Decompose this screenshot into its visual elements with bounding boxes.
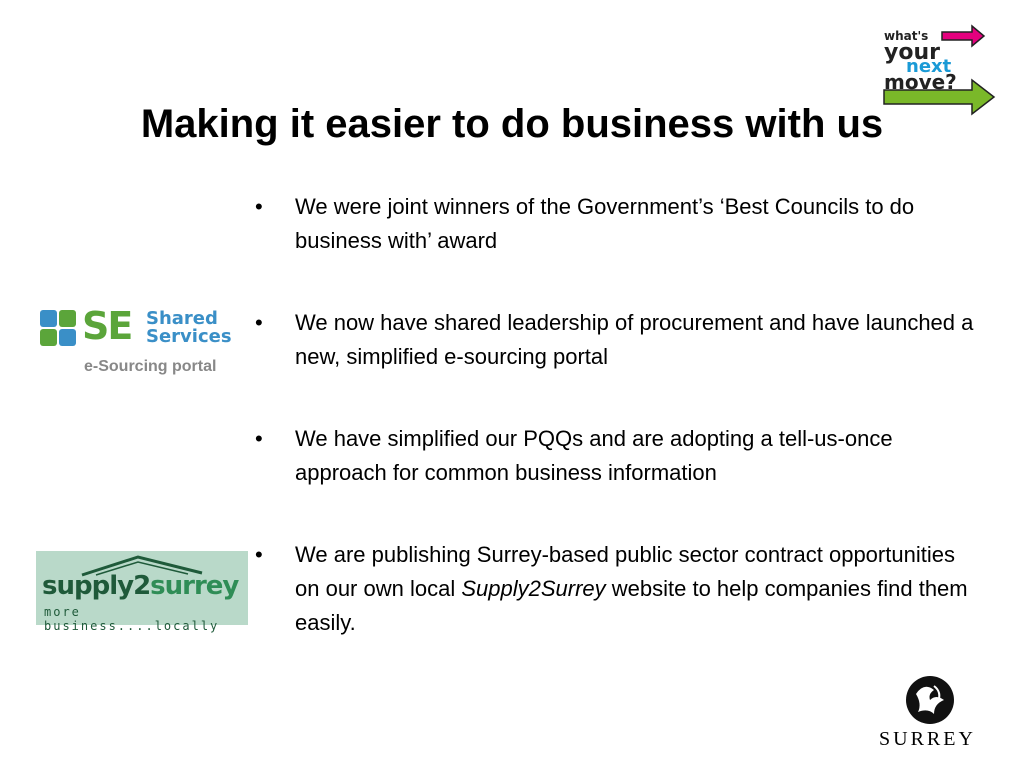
se-shared-services-logo: SE Shared Services e-Sourcing portal — [38, 304, 248, 382]
logo-square — [40, 329, 57, 346]
logo-square — [40, 310, 57, 327]
wynm-text-whats: what's — [884, 29, 929, 43]
wynm-text-your: your — [884, 40, 940, 65]
bullet-dot: • — [255, 542, 263, 567]
surrey-wordmark: SURREY — [879, 728, 976, 750]
se-shared-line1: Shared — [146, 308, 218, 329]
bullet-item: • We are publishing Surrey-based public … — [255, 538, 985, 640]
bullet-text: We were joint winners of the Government’… — [295, 194, 915, 253]
wordmark-part1: supply2 — [42, 571, 151, 601]
surrey-county-logo: SURREY — [876, 672, 986, 752]
supply2surrey-emphasis: Supply2Surrey — [461, 576, 606, 601]
bullet-text: We have simplified our PQQs and are adop… — [295, 426, 893, 485]
slide-title: Making it easier to do business with us — [140, 102, 884, 146]
bullet-item: • We have simplified our PQQs and are ad… — [255, 422, 985, 490]
supply2surrey-logo: supply2surrey more business....locally — [36, 551, 248, 633]
se-letters: SE — [82, 304, 133, 348]
logo-square — [59, 310, 76, 327]
bullet-dot: • — [255, 426, 263, 451]
whats-your-next-move-logo: what's your next move? — [880, 24, 1000, 124]
bullet-text-after: website to help companies find them easi… — [295, 576, 968, 635]
se-shared-line2: Services — [146, 326, 232, 347]
wordmark-part2: surrey — [150, 571, 239, 601]
logo-square — [59, 329, 76, 346]
bullet-item: • We now have shared leadership of procu… — [255, 306, 985, 374]
bullet-dot: • — [255, 310, 263, 335]
supply2surrey-wordmark: supply2surrey — [42, 571, 239, 601]
bullet-item: • We were joint winners of the Governmen… — [255, 190, 985, 258]
bullet-text-before: We are publishing Surrey-based public se… — [295, 542, 955, 601]
se-shared-text: Shared Services — [146, 310, 232, 346]
wynm-text-move: move? — [884, 70, 957, 94]
bullet-dot: • — [255, 194, 263, 219]
surrey-crest-icon — [906, 676, 954, 724]
supply2surrey-tagline: more business....locally — [44, 605, 220, 633]
bullet-list: • We were joint winners of the Governmen… — [255, 190, 985, 688]
se-portal-subtitle: e-Sourcing portal — [84, 358, 217, 375]
wynm-text-next: next — [906, 56, 952, 77]
roof-graphic — [81, 555, 203, 577]
bullet-text: We now have shared leadership of procure… — [295, 310, 974, 369]
arrows-graphic — [883, 24, 996, 116]
